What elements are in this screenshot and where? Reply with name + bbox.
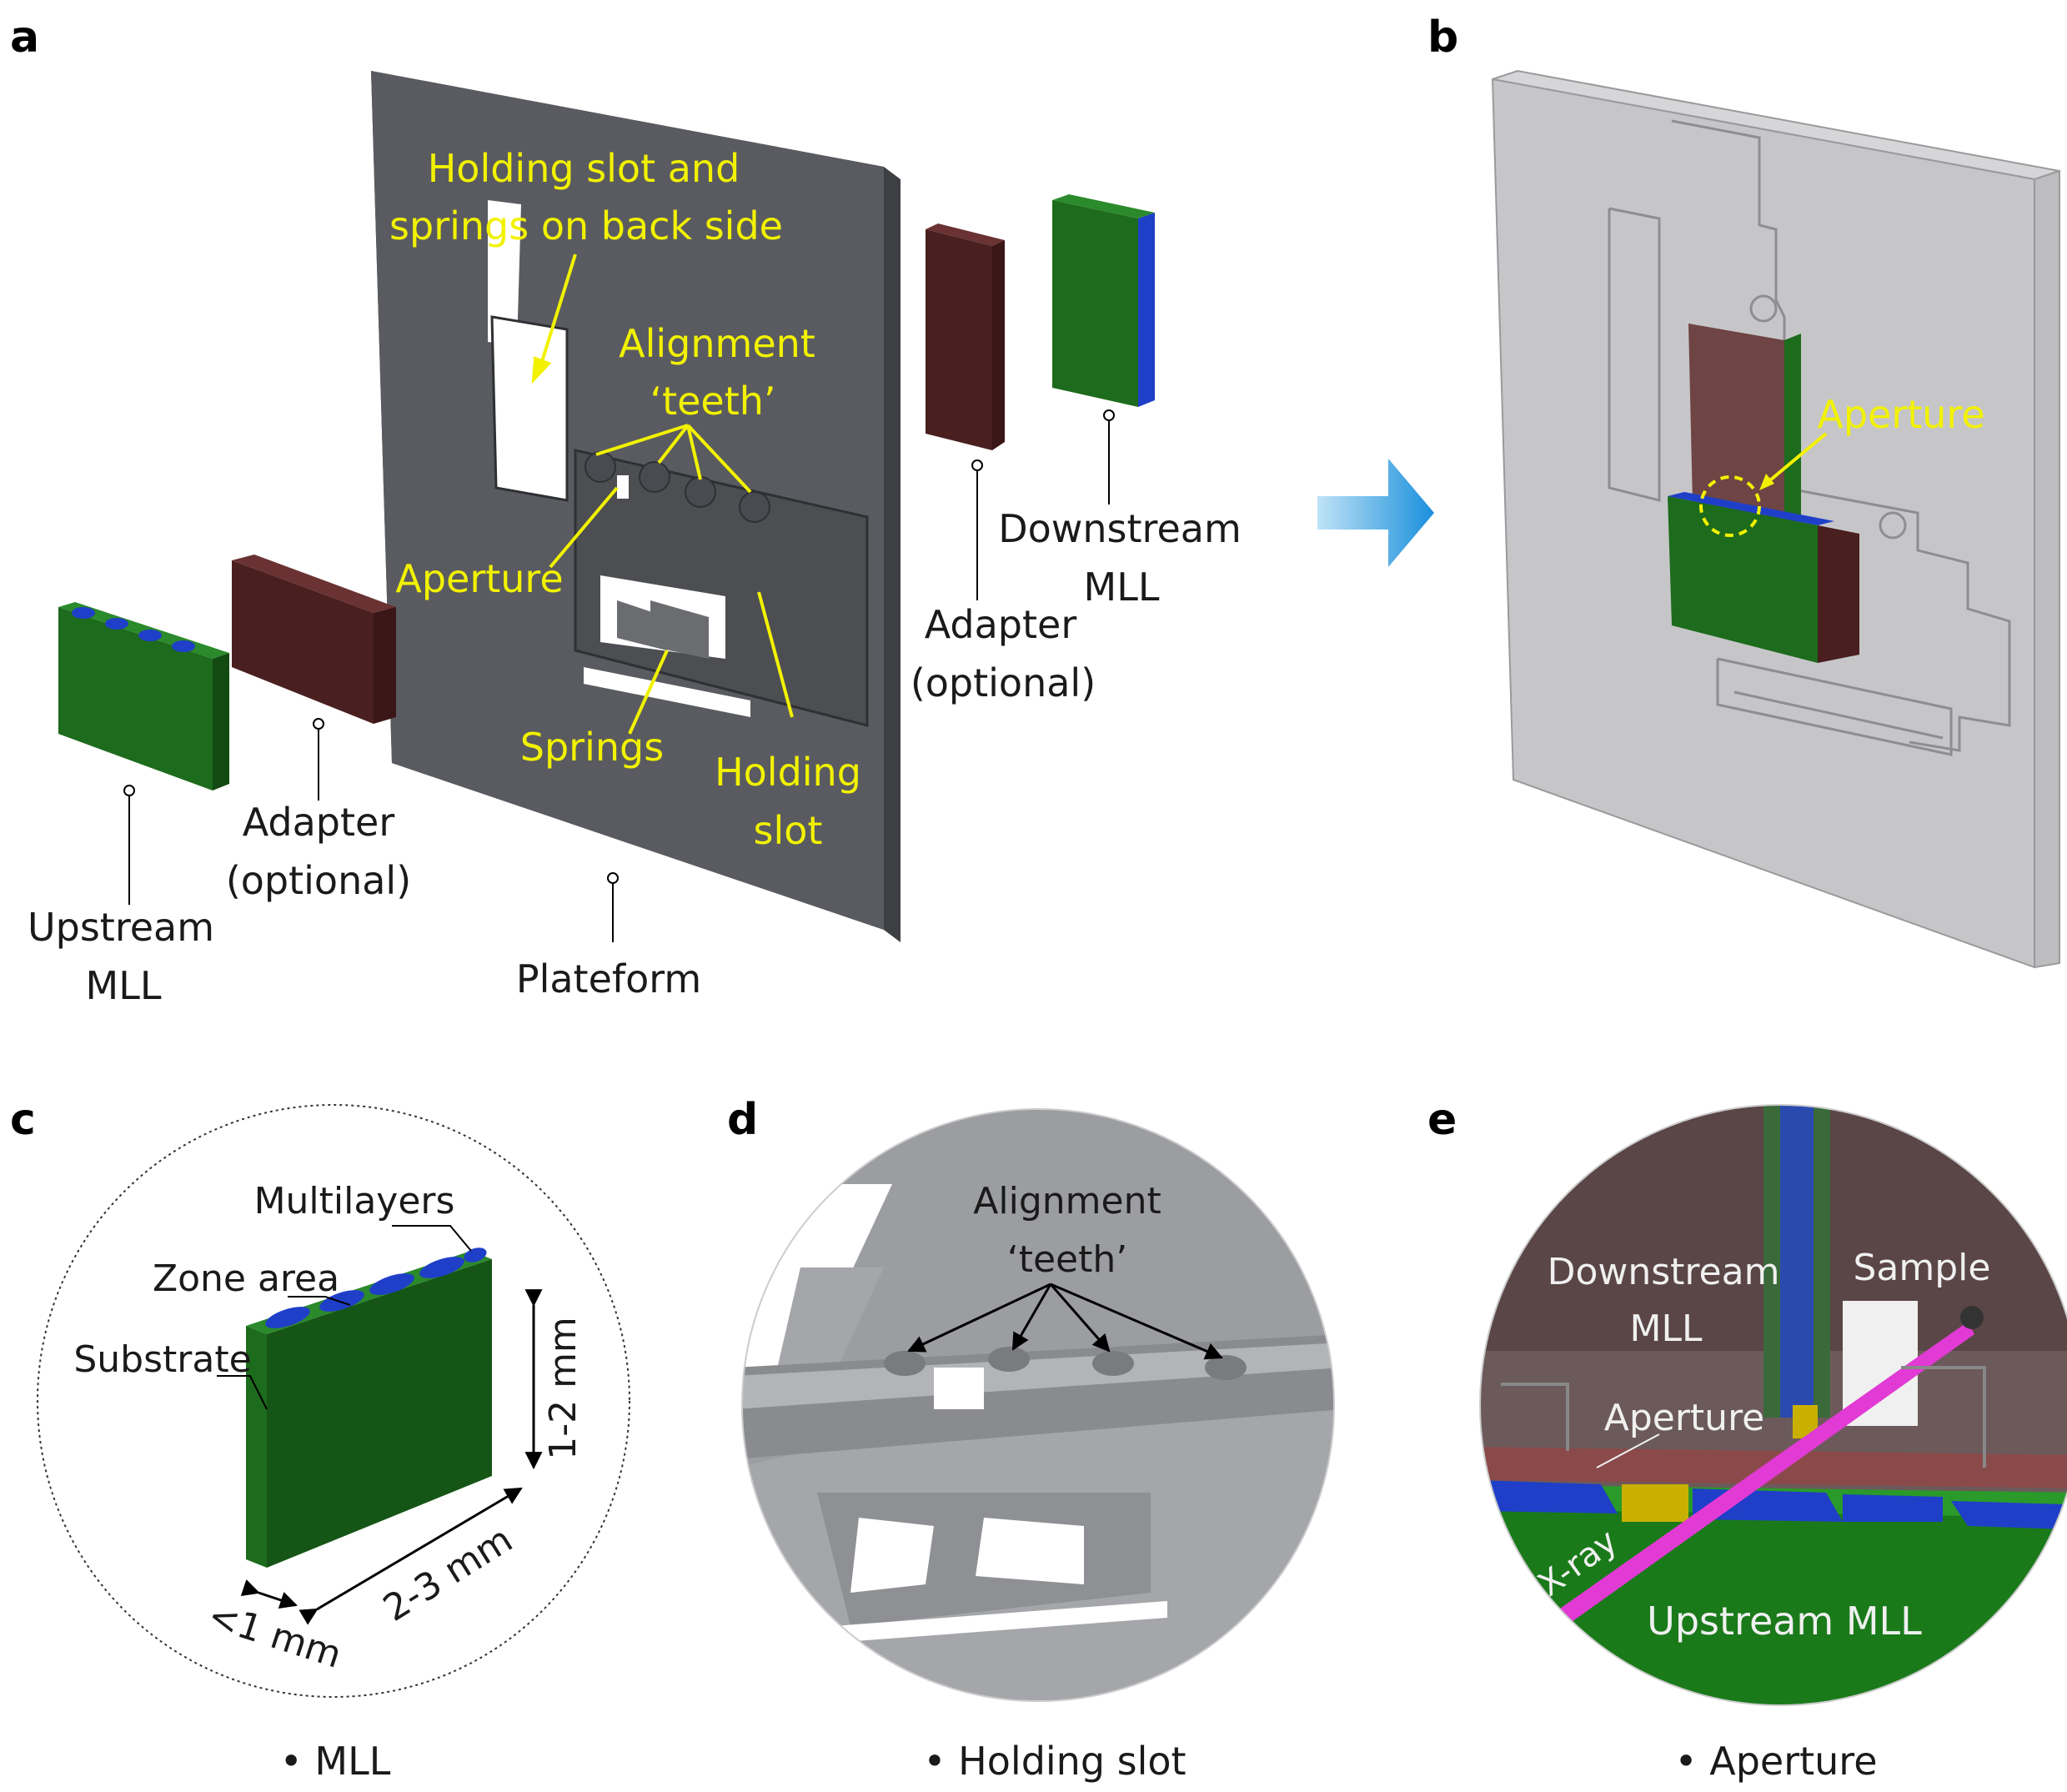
- panel-c: c Multilayers Zone area Substrate 1-2 mm: [10, 1095, 630, 1784]
- label-upstream-mll-line1: Upstream: [28, 905, 214, 950]
- mll-detail-circle: [37, 1104, 630, 1698]
- label-adapter-right-line2: (optional): [911, 660, 1096, 705]
- adapter-b: [1688, 324, 1784, 521]
- label-dim-length: 2-3 mm: [376, 1518, 520, 1630]
- panel-e: e: [1427, 1095, 2067, 1784]
- mll-front: [267, 1259, 492, 1568]
- label-multilayers: Multilayers: [254, 1180, 455, 1222]
- panel-d-letter: d: [727, 1095, 758, 1145]
- adapter-right: [926, 223, 1005, 450]
- label-adapter-left-line2: (optional): [226, 858, 411, 903]
- label-alignment-teeth-d-line2: ‘teeth’: [1007, 1238, 1128, 1281]
- sample-dot: [1960, 1306, 1984, 1329]
- downstream-mll-a: [1052, 194, 1155, 407]
- leaders-c: [217, 1225, 472, 1410]
- label-zone-area: Zone area: [153, 1257, 339, 1300]
- panel-a-letter: a: [10, 13, 39, 63]
- platform-plate: [371, 71, 901, 942]
- panel-a: a: [10, 13, 1242, 1008]
- adapter-left: [232, 555, 396, 724]
- label-dim-width: <1 mm: [203, 1594, 346, 1677]
- panel-b-letter: b: [1427, 13, 1458, 63]
- label-downstream-mll-line2: MLL: [1084, 565, 1160, 610]
- label-upstream-mll-e: Upstream MLL: [1647, 1599, 1922, 1644]
- label-holding-slot-back-line2: springs on back side: [389, 203, 783, 248]
- caption-d: • Holding slot: [923, 1739, 1186, 1784]
- label-dim-height: 1-2 mm: [542, 1317, 584, 1460]
- holding-slot-zoom: [742, 1109, 1334, 1701]
- leader-lines-a: [123, 409, 1115, 942]
- label-downstream-mll-line1: Downstream: [998, 506, 1242, 551]
- label-sample: Sample: [1854, 1247, 1991, 1289]
- label-downstream-mll-e-line2: MLL: [1630, 1308, 1703, 1350]
- label-alignment-teeth-d-line1: Alignment: [973, 1180, 1161, 1222]
- caption-e: • Aperture: [1674, 1739, 1877, 1784]
- upstream-mll-b: [1668, 496, 1818, 663]
- label-substrate: Substrate: [73, 1338, 251, 1381]
- label-upstream-mll-line2: MLL: [86, 963, 162, 1008]
- label-alignment-teeth-line1: Alignment: [619, 321, 815, 366]
- label-adapter-right-line1: Adapter: [925, 602, 1077, 647]
- label-adapter-left-line1: Adapter: [243, 800, 395, 845]
- panel-c-letter: c: [10, 1095, 36, 1145]
- label-holding-slot-line2: slot: [754, 808, 823, 853]
- dimension-arrows-c: [240, 1289, 543, 1625]
- label-aperture-e: Aperture: [1604, 1397, 1765, 1439]
- yellow-arrows-a: [531, 253, 794, 735]
- label-alignment-teeth-line2: ‘teeth’: [650, 379, 775, 424]
- label-plateform: Plateform: [516, 956, 701, 1001]
- zone-area-blobs: [265, 1247, 487, 1328]
- teeth-arrows-d: [907, 1283, 1223, 1360]
- label-springs: Springs: [520, 725, 664, 770]
- label-downstream-mll-e-line1: Downstream: [1548, 1251, 1780, 1293]
- label-aperture-a: Aperture: [395, 556, 563, 601]
- panel-b: b Aperture: [1427, 13, 2060, 969]
- aperture-zoom: [1480, 1105, 2067, 1705]
- upstream-mll-a: [58, 602, 229, 791]
- xray-beam: [1480, 1322, 1974, 1684]
- panel-e-letter: e: [1427, 1095, 1457, 1145]
- panel-d: d Alignment: [727, 1095, 1335, 1784]
- label-aperture-b: Aperture: [1817, 392, 1984, 437]
- label-holding-slot-back-line1: Holding slot and: [428, 146, 740, 191]
- caption-c: • MLL: [280, 1739, 391, 1784]
- assembly-arrow-icon: [1317, 459, 1434, 567]
- aperture-highlight-circle: [1699, 475, 1761, 537]
- label-holding-slot-line1: Holding: [715, 750, 861, 795]
- wireframe-outlines: [1608, 119, 2011, 756]
